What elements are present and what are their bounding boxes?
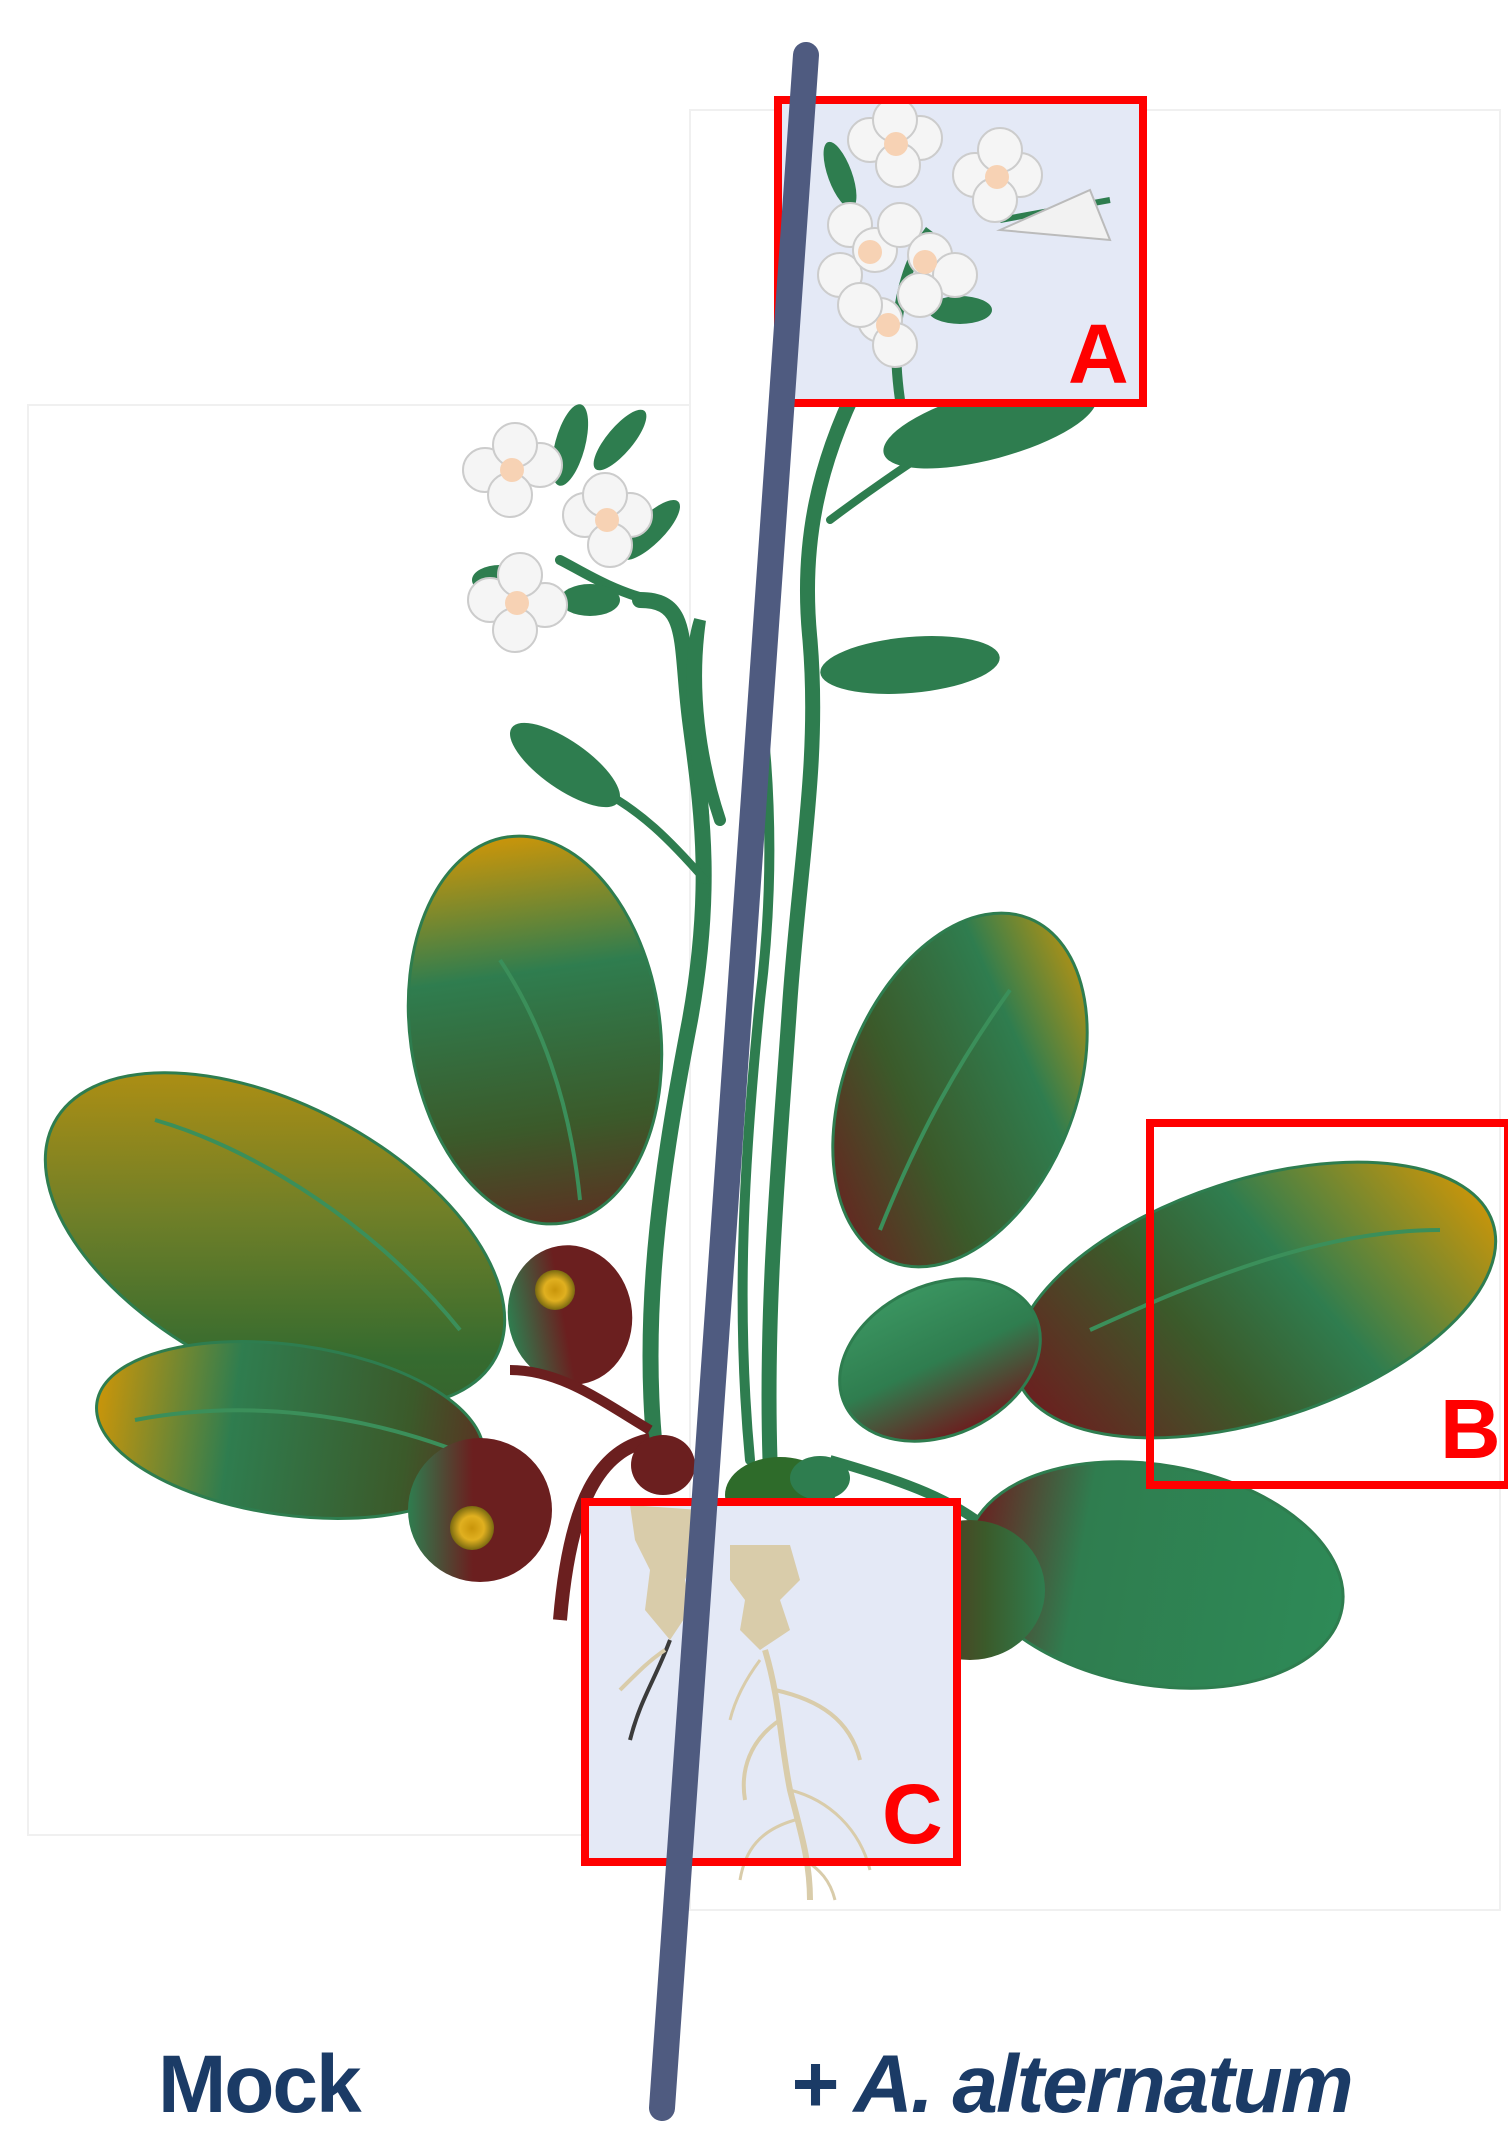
box-letter-a: A bbox=[1068, 307, 1129, 401]
highlight-box-c: C bbox=[585, 1502, 957, 1900]
mock-caption: Mock bbox=[158, 2040, 360, 2130]
lesion-spot bbox=[450, 1506, 494, 1550]
infected-caption: + A. alternatum bbox=[790, 2040, 1352, 2130]
lesion-spot bbox=[535, 1270, 575, 1310]
box-letter-c: C bbox=[882, 1767, 943, 1861]
box-letter-b: B bbox=[1440, 1382, 1501, 1476]
highlight-box-a: A bbox=[778, 98, 1143, 403]
